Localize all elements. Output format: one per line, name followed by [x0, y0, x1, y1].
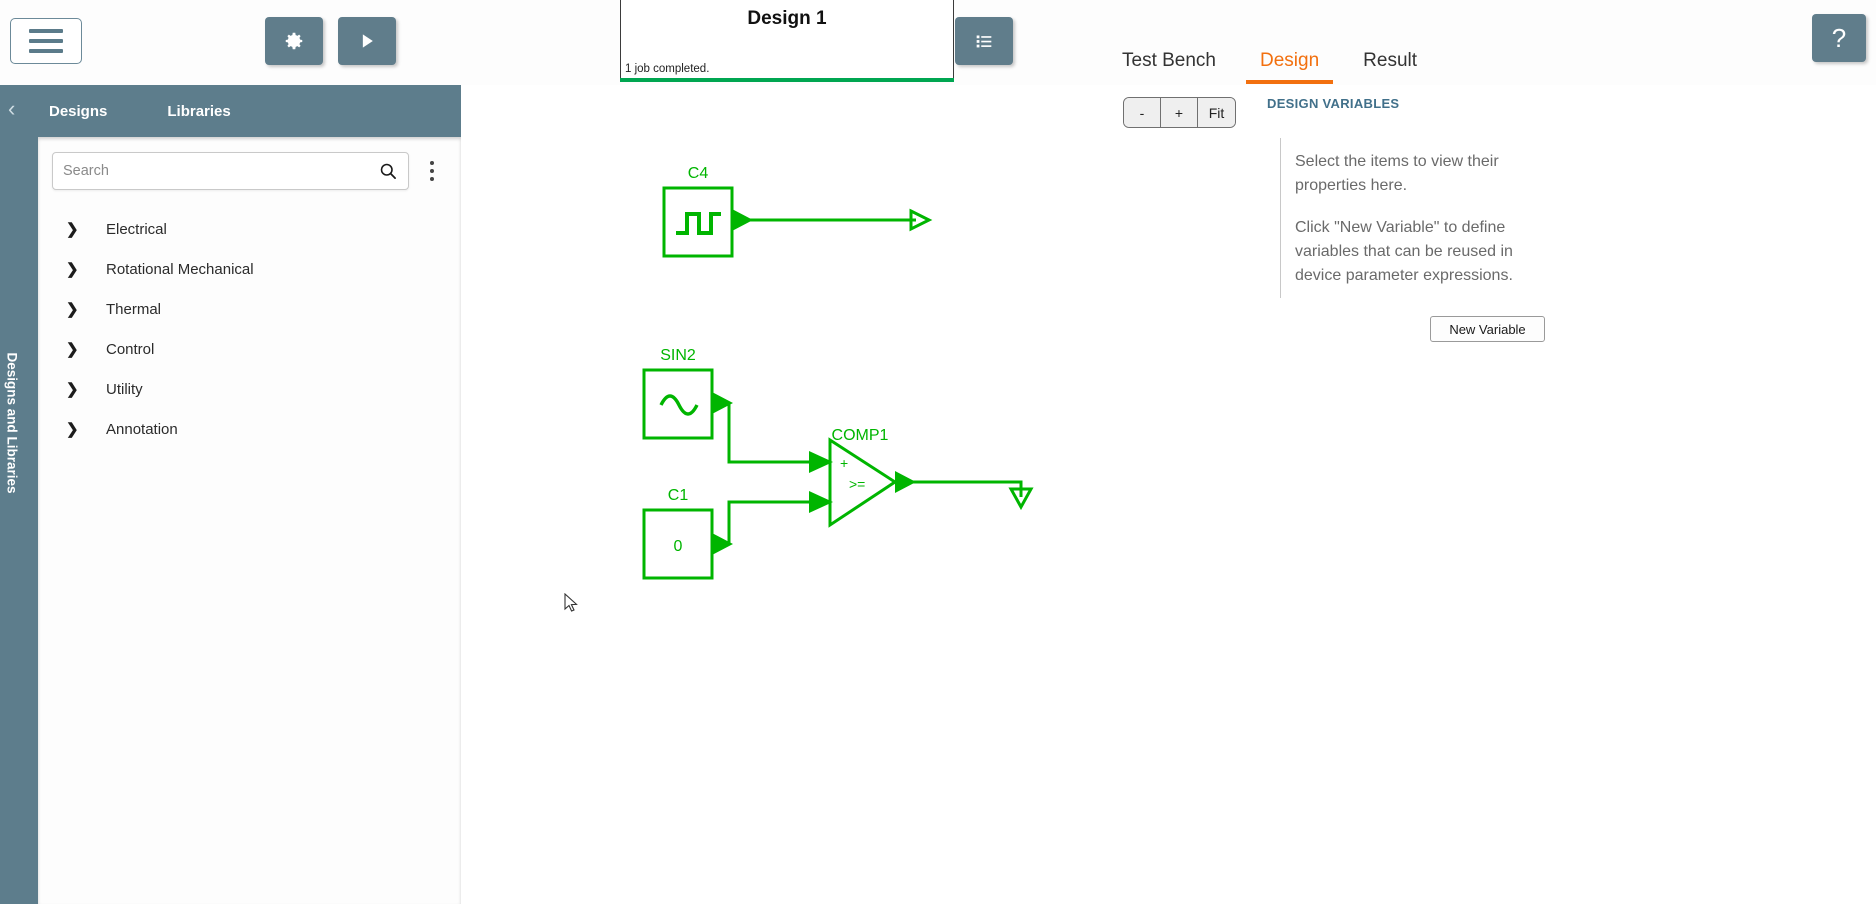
kebab-dot — [430, 161, 434, 165]
hamburger-icon-line — [29, 39, 63, 43]
chevron-right-icon: ❯ — [66, 260, 79, 278]
top-toolbar: Design 1 1 job completed. Test Bench Des… — [0, 0, 1876, 100]
properties-hint-line: Select the items to view their propertie… — [1295, 153, 1499, 194]
zoom-in-button[interactable]: + — [1161, 98, 1198, 127]
block-label-c1: C1 — [668, 487, 689, 504]
new-variable-button[interactable]: New Variable — [1430, 316, 1545, 342]
view-tabs: Test Bench Design Result — [1100, 50, 1439, 100]
search-box[interactable] — [52, 152, 409, 190]
port-comp1-minus-input — [809, 491, 833, 513]
hamburger-icon-line — [29, 49, 63, 53]
zoom-out-button[interactable]: - — [1124, 98, 1161, 127]
list-icon — [976, 35, 992, 48]
wire-comp1-out — [895, 480, 1023, 497]
block-label-c4: C4 — [688, 165, 709, 182]
terminal-c4-open-arrow — [909, 208, 933, 232]
tree-item-label: Rotational Mechanical — [106, 260, 254, 278]
sidebar-header: ‹ Designs Libraries — [8, 85, 461, 137]
port-comp1-plus-input — [809, 451, 833, 473]
tree-item-label: Electrical — [106, 220, 167, 238]
gear-icon — [285, 32, 303, 50]
port-sin2-output — [712, 392, 733, 414]
block-label-sin2: SIN2 — [660, 347, 696, 364]
chevron-right-icon: ❯ — [66, 380, 79, 398]
kebab-dot — [430, 177, 434, 181]
port-c4-output — [732, 209, 753, 231]
sine-source-icon — [659, 394, 699, 416]
design-variables-title: DESIGN VARIABLES — [1267, 96, 1400, 111]
tab-test-bench[interactable]: Test Bench — [1122, 50, 1216, 71]
zoom-fit-button[interactable]: Fit — [1198, 98, 1235, 127]
search-input[interactable] — [63, 163, 378, 179]
kebab-dot — [430, 169, 434, 173]
schematic-drawing[interactable]: C4 SIN2 0 C1 — [461, 85, 1876, 904]
properties-placeholder: Select the items to view their propertie… — [1280, 138, 1545, 298]
terminal-comp1-open-arrow — [1008, 487, 1034, 511]
port-comp1-output — [895, 471, 916, 493]
sidebar-tab-libraries[interactable]: Libraries — [167, 102, 231, 120]
tree-item-electrical[interactable]: ❯ Electrical — [38, 209, 461, 249]
sidebar-content: ❯ Electrical ❯ Rotational Mechanical ❯ T… — [38, 137, 461, 904]
tree-item-rotational-mechanical[interactable]: ❯ Rotational Mechanical — [38, 249, 461, 289]
job-progress-bar — [620, 78, 954, 82]
block-comp1-body — [828, 437, 898, 528]
wire-sin2-to-comp1 — [727, 403, 816, 464]
hamburger-icon-line — [29, 29, 63, 33]
tab-result[interactable]: Result — [1363, 50, 1418, 71]
play-icon — [362, 34, 373, 48]
wire-c1-to-comp1 — [727, 500, 816, 544]
sidebar-tab-designs[interactable]: Designs — [49, 102, 108, 120]
chevron-left-icon[interactable]: ‹ — [8, 96, 16, 121]
chevron-right-icon: ❯ — [66, 420, 79, 438]
chevron-right-icon: ❯ — [66, 340, 79, 358]
kebab-menu-icon[interactable] — [417, 154, 447, 188]
tree-item-thermal[interactable]: ❯ Thermal — [38, 289, 461, 329]
search-row — [52, 152, 448, 190]
tab-design[interactable]: Design — [1238, 50, 1341, 84]
mouse-cursor — [564, 593, 578, 612]
schematic-canvas[interactable]: - + Fit DESIGN VARIABLES Select the item… — [461, 85, 1876, 904]
pulse-source-icon — [676, 212, 721, 235]
tree-item-utility[interactable]: ❯ Utility — [38, 369, 461, 409]
designs-libraries-panel: ‹ Designs Libraries — [8, 85, 461, 904]
chevron-right-icon: ❯ — [66, 220, 79, 238]
comparator-operator-label: >= — [849, 476, 865, 492]
properties-hint-line: Click "New Variable" to define variables… — [1295, 219, 1513, 284]
chevron-right-icon: ❯ — [66, 300, 79, 318]
block-value-c1: 0 — [674, 538, 683, 555]
comparator-plus-label: + — [840, 455, 848, 471]
settings-button[interactable] — [265, 17, 323, 65]
log-list-button[interactable] — [955, 17, 1013, 65]
design-title: Design 1 — [747, 8, 827, 29]
help-button[interactable]: ? — [1812, 14, 1866, 62]
job-notification-panel[interactable]: Design 1 1 job completed. — [620, 0, 954, 80]
tree-item-label: Annotation — [106, 420, 178, 438]
sidebar-rail-label: Designs and Libraries — [4, 352, 20, 494]
tree-item-label: Utility — [106, 380, 143, 398]
tree-item-label: Control — [106, 340, 155, 358]
search-icon[interactable] — [378, 161, 398, 181]
job-status-message: 1 job completed. — [625, 63, 710, 75]
zoom-controls: - + Fit — [1123, 97, 1236, 128]
tree-item-annotation[interactable]: ❯ Annotation — [38, 409, 461, 449]
tree-item-label: Thermal — [106, 300, 162, 318]
sidebar-rail[interactable]: Designs and Libraries — [0, 85, 24, 904]
tree-item-control[interactable]: ❯ Control — [38, 329, 461, 369]
hamburger-menu-button[interactable] — [10, 18, 82, 64]
run-button[interactable] — [338, 17, 396, 65]
port-c1-output — [712, 533, 733, 555]
block-label-comp1: COMP1 — [832, 427, 889, 444]
library-tree: ❯ Electrical ❯ Rotational Mechanical ❯ T… — [38, 209, 461, 449]
